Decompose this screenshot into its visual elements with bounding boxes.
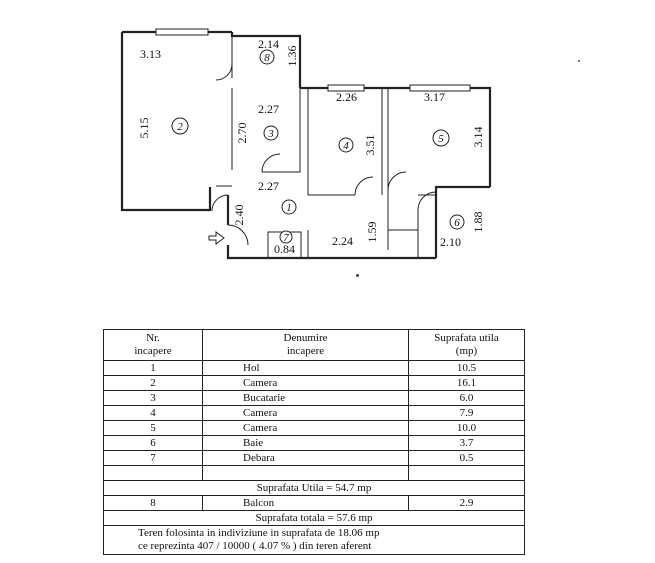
door-r3 (261, 153, 281, 173)
svg-text:8: 8 (264, 52, 270, 64)
dim-r5-width: 3.17 (424, 90, 445, 104)
row-name: Camera (202, 375, 409, 391)
door-swings (211, 63, 437, 246)
dim-r6-height: 1.88 (471, 212, 485, 233)
table-row: 1 Hol 10.5 (103, 360, 525, 376)
row-nr: 4 (103, 405, 203, 421)
row-area: 3.7 (408, 435, 525, 451)
dim-r6-width: 2.10 (440, 235, 461, 249)
door-r6 (417, 191, 437, 211)
dim-r7-width: 0.84 (274, 242, 295, 256)
dim-corridor-height: 1.59 (365, 222, 379, 243)
svg-text:2: 2 (177, 121, 183, 133)
entrance-arrow-icon (208, 231, 225, 245)
svg-text:7: 7 (283, 232, 289, 244)
door-r5 (387, 171, 407, 191)
table-row: 5 Camera 10.0 (103, 420, 525, 436)
dim-r3-height: 2.70 (235, 123, 249, 144)
window-r4 (327, 84, 365, 92)
row-area: 10.0 (408, 420, 525, 436)
room-marker-7: 7 (279, 230, 293, 244)
row-nr: 7 (103, 450, 203, 466)
header-area: Suprafata utila (mp) (408, 329, 525, 361)
room-marker-2: 2 (171, 117, 189, 135)
svg-text:5: 5 (438, 133, 444, 145)
land-note-row: Teren folosinta in indiviziune in supraf… (103, 525, 525, 555)
useful-total: Suprafata Utila = 54.7 mp (103, 480, 525, 496)
room-marker-5: 5 (432, 129, 450, 147)
row-name: Bucatarie (202, 390, 409, 406)
svg-text:4: 4 (343, 140, 349, 152)
room-marker-1: 1 (281, 199, 297, 215)
row-nr: 8 (103, 495, 203, 511)
window-r5 (409, 84, 471, 92)
dim-r2-height: 5.15 (137, 118, 151, 139)
table-row: 3 Bucatarie 6.0 (103, 390, 525, 406)
balcony-row: 8 Balcon 2.9 (103, 495, 525, 511)
room-marker-3: 3 (263, 125, 279, 141)
floor-plan: 3.13 5.15 2.14 1.36 2.27 2.70 2.27 2.40 … (120, 28, 492, 260)
header-nr: Nr. incapere (103, 329, 203, 361)
row-area: 2.9 (408, 495, 525, 511)
door-r4 (354, 176, 374, 196)
room-marker-4: 4 (338, 137, 354, 153)
land-note: Teren folosinta in indiviziune in supraf… (103, 525, 525, 555)
header-name: Denumire incapere (202, 329, 409, 361)
dim-r2-width: 3.13 (140, 47, 161, 61)
row-nr: 2 (103, 375, 203, 391)
table-row: 4 Camera 7.9 (103, 405, 525, 421)
dim-corridor-width: 2.24 (332, 234, 353, 248)
table-row: 2 Camera 16.1 (103, 375, 525, 391)
row-nr: 3 (103, 390, 203, 406)
scan-speck (578, 60, 580, 62)
row-area: 7.9 (408, 405, 525, 421)
table-header-row: Nr. incapere Denumire incapere Suprafata… (103, 329, 525, 361)
room-area-table: Nr. incapere Denumire incapere Suprafata… (103, 329, 525, 555)
table-row-empty (103, 465, 525, 481)
walls (120, 30, 492, 260)
svg-text:3: 3 (267, 128, 274, 140)
dim-r8-width: 2.14 (258, 37, 279, 51)
dim-r4-width: 2.26 (336, 90, 357, 104)
table-row: 7 Debara 0.5 (103, 450, 525, 466)
room-marker-8: 8 (259, 49, 275, 65)
row-name: Camera (202, 405, 409, 421)
window-r2 (155, 28, 209, 36)
door-entrance (227, 224, 249, 246)
grand-total-row: Suprafata totala = 57.6 mp (103, 510, 525, 526)
table-row: 6 Baie 3.7 (103, 435, 525, 451)
room-marker-6: 6 (449, 214, 465, 230)
row-name: Balcon (202, 495, 409, 511)
grand-total: Suprafata totala = 57.6 mp (103, 510, 525, 526)
dim-r4-height: 3.51 (363, 135, 377, 156)
row-nr: 5 (103, 420, 203, 436)
row-area: 0.5 (408, 450, 525, 466)
dim-r8-height: 1.36 (285, 46, 299, 67)
dim-hall-height: 2.40 (232, 205, 246, 226)
door-r2 (211, 194, 229, 212)
room-markers: 1 2 3 4 5 6 7 8 (171, 49, 465, 244)
row-name: Hol (202, 360, 409, 376)
row-nr: 6 (103, 435, 203, 451)
row-area: 6.0 (408, 390, 525, 406)
row-area: 16.1 (408, 375, 525, 391)
svg-text:6: 6 (454, 217, 460, 229)
dim-r3-width: 2.27 (258, 102, 279, 116)
dimension-labels: 3.13 5.15 2.14 1.36 2.27 2.70 2.27 2.40 … (137, 37, 485, 256)
row-area: 10.5 (408, 360, 525, 376)
dim-r5-height: 3.14 (471, 127, 485, 148)
svg-text:1: 1 (286, 202, 292, 214)
door-r8 (215, 63, 233, 81)
row-name: Debara (202, 450, 409, 466)
dim-hall-width: 2.27 (258, 179, 279, 193)
row-name: Camera (202, 420, 409, 436)
row-nr: 1 (103, 360, 203, 376)
windows (155, 28, 471, 92)
useful-total-row: Suprafata Utila = 54.7 mp (103, 480, 525, 496)
scan-speck (356, 274, 359, 277)
row-name: Baie (202, 435, 409, 451)
